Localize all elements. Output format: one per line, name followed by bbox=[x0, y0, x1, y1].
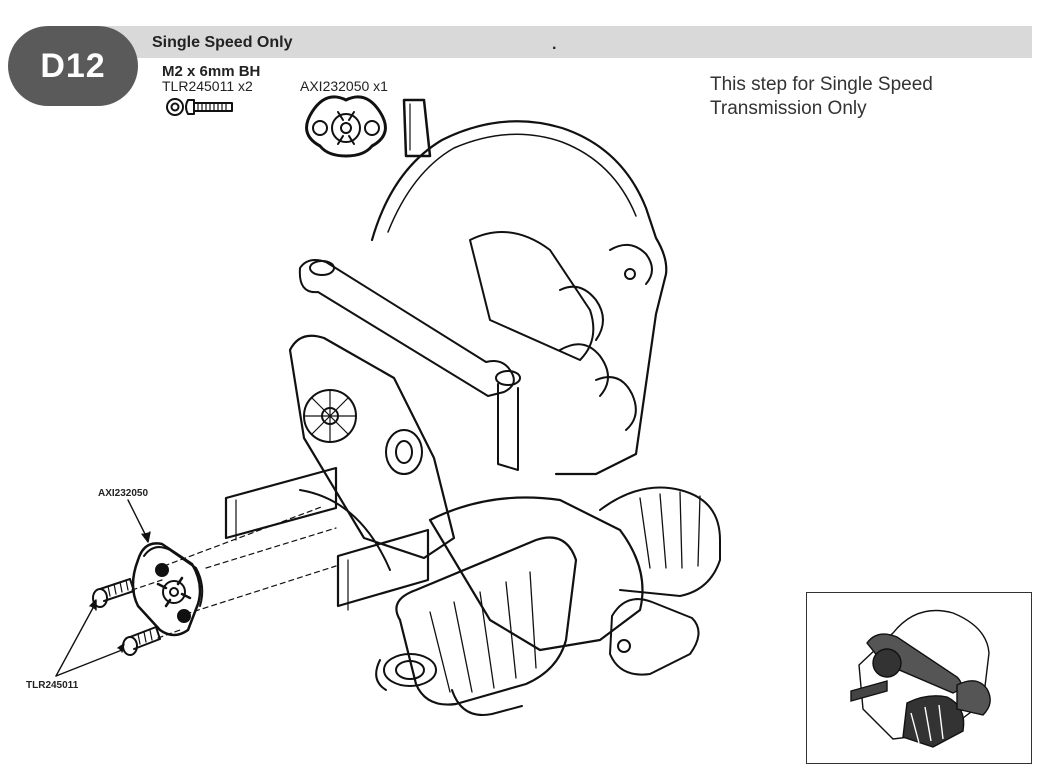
callout-leaders bbox=[55, 499, 151, 677]
screw-callout-label: TLR245011 bbox=[26, 680, 79, 691]
screw-code-label: TLR245011 x2 bbox=[162, 78, 253, 94]
screw-name-label: M2 x 6mm BH bbox=[162, 63, 261, 80]
inset-transmission-drawing bbox=[850, 609, 991, 748]
step-title: Single Speed Only bbox=[152, 34, 293, 51]
transmission-assembly bbox=[224, 120, 721, 716]
mount-part-icon bbox=[305, 95, 432, 158]
header-dot: . bbox=[552, 36, 557, 53]
mount-callout-label: AXI232050 bbox=[98, 488, 149, 499]
exploded-screw-lower bbox=[122, 626, 161, 656]
exploded-mount bbox=[131, 542, 204, 637]
step-note: This step for Single Speed Transmission … bbox=[710, 73, 933, 121]
inset-overview-image bbox=[806, 592, 1032, 764]
header-bar bbox=[100, 26, 1032, 58]
step-number-badge: D12 bbox=[8, 26, 138, 106]
note-line-2: Transmission Only bbox=[710, 98, 867, 119]
exploded-screw-upper bbox=[92, 578, 135, 608]
assembly-guide-lines bbox=[131, 505, 337, 639]
note-line-1: This step for Single Speed bbox=[710, 74, 933, 95]
screw-part-icon bbox=[166, 98, 233, 116]
mount-code-label: AXI232050 x1 bbox=[300, 78, 388, 94]
